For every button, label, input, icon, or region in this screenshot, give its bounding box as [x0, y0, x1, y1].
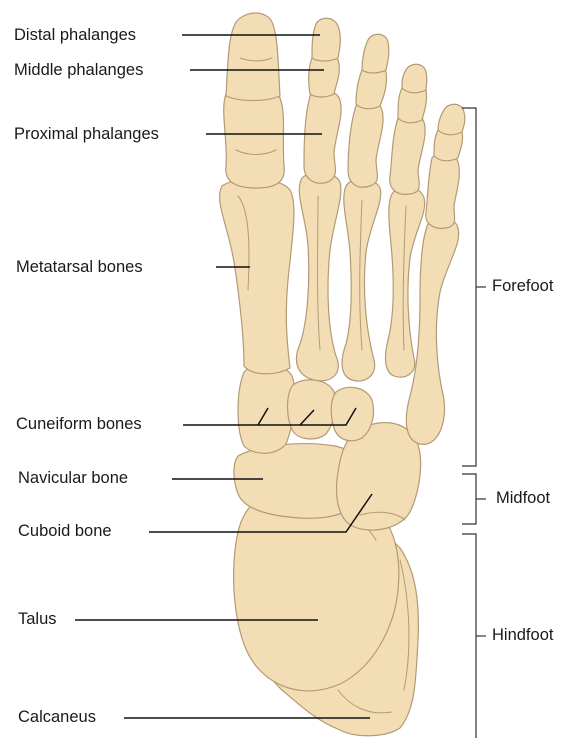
distal-phalanx-2: [312, 18, 340, 61]
proximal-phalanx-3: [348, 100, 383, 187]
proximal-phalanx-5: [426, 152, 460, 228]
metatarsal-5: [406, 217, 458, 444]
hindfoot-bracket: [462, 534, 476, 738]
distal-phalanx-1: [226, 13, 280, 101]
distal-phalanx-3: [362, 34, 389, 73]
label-forefoot: Forefoot: [492, 278, 553, 295]
proximal-phalanx-1: [224, 88, 285, 188]
metatarsal-1: [220, 179, 294, 374]
midfoot-bracket: [462, 474, 476, 524]
label-proximal-phalanges: Proximal phalanges: [14, 126, 159, 143]
label-navicular-bone: Navicular bone: [18, 470, 128, 487]
proximal-phalanx-2: [304, 90, 341, 183]
label-cuboid-bone: Cuboid bone: [18, 523, 112, 540]
medial-cuneiform: [238, 364, 295, 453]
label-talus: Talus: [18, 611, 57, 628]
distal-phalanx-5: [438, 104, 465, 135]
label-distal-phalanges: Distal phalanges: [14, 27, 136, 44]
label-middle-phalanges: Middle phalanges: [14, 62, 143, 79]
distal-phalanx-4: [402, 64, 427, 93]
forefoot-bracket: [462, 108, 476, 466]
label-cuneiform-bones: Cuneiform bones: [16, 416, 142, 433]
proximal-phalanx-4: [390, 112, 425, 194]
label-hindfoot: Hindfoot: [492, 627, 553, 644]
label-metatarsal-bones: Metatarsal bones: [16, 259, 143, 276]
intermediate-cuneiform: [288, 380, 336, 439]
metatarsal-2: [296, 172, 340, 380]
label-calcaneus: Calcaneus: [18, 709, 96, 726]
label-midfoot: Midfoot: [496, 490, 550, 507]
